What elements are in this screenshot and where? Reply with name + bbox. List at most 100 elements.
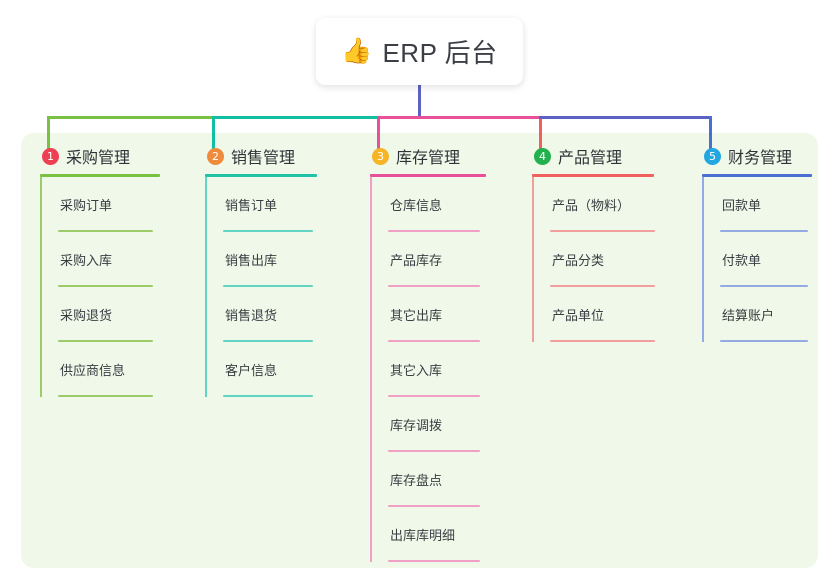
branch-number-badge: 4 — [534, 147, 551, 165]
branch-title-4[interactable]: 4 产品管理 — [532, 143, 654, 169]
branch-item-rule — [550, 340, 655, 342]
branch-item[interactable]: 其它入库 — [370, 342, 486, 397]
branch-item-list: 采购订单采购入库采购退货供应商信息 — [40, 177, 160, 397]
branch-connector-2 — [212, 116, 215, 163]
root-node-title: ERP 后台 — [382, 38, 498, 68]
branch-item-list: 产品（物料） 产品分类产品单位 — [532, 177, 655, 342]
branch-column-4: 4 产品管理产品（物料） 产品分类产品单位 — [532, 143, 655, 342]
branch-item-rule — [58, 340, 153, 342]
branch-item[interactable]: 结算账户 — [702, 287, 812, 342]
branch-item-label: 付款单 — [722, 253, 762, 268]
branch-item-label: 仓库信息 — [390, 198, 443, 213]
branch-item-rule — [223, 285, 313, 287]
branch-item[interactable]: 库存盘点 — [370, 452, 486, 507]
branch-title-2[interactable]: 2 销售管理 — [205, 143, 317, 169]
branch-connector-1 — [47, 116, 50, 163]
branch-title-rule — [40, 174, 160, 177]
branch-item-label: 采购退货 — [60, 308, 113, 323]
branch-number-badge: 5 — [704, 147, 721, 165]
branch-item[interactable]: 采购入库 — [40, 232, 160, 287]
branch-connector-5 — [709, 116, 712, 163]
root-connector — [418, 85, 421, 119]
branch-item[interactable]: 供应商信息 — [40, 342, 160, 397]
branch-title-5[interactable]: 5 财务管理 — [702, 143, 812, 169]
branch-item-label: 其它出库 — [390, 308, 443, 323]
branch-item[interactable]: 销售订单 — [205, 177, 317, 232]
branch-connector-4 — [539, 116, 542, 163]
branch-item-label: 出库库明细 — [390, 528, 456, 543]
branch-item-label: 采购订单 — [60, 198, 113, 213]
bus-segment-4 — [539, 116, 711, 119]
thumbs-up-icon: 👍 — [341, 37, 373, 65]
branch-item-rule — [388, 395, 480, 397]
branch-item[interactable]: 采购订单 — [40, 177, 160, 232]
branch-item-rule — [388, 560, 480, 562]
branch-title-label: 财务管理 — [728, 150, 793, 167]
branch-item[interactable]: 仓库信息 — [370, 177, 486, 232]
bus-segment-3 — [377, 116, 541, 119]
branch-item-rule — [223, 395, 313, 397]
branch-item-list: 销售订单销售出库销售退货客户信息 — [205, 177, 317, 397]
branch-item[interactable]: 销售退货 — [205, 287, 317, 342]
branch-item-label: 产品分类 — [552, 253, 605, 268]
branch-item[interactable]: 采购退货 — [40, 287, 160, 342]
branch-title-label: 产品管理 — [558, 150, 623, 167]
branch-item-rule — [223, 230, 313, 232]
branch-item-rule — [58, 285, 153, 287]
branch-item-rule — [58, 395, 153, 397]
branch-item[interactable]: 库存调拨 — [370, 397, 486, 452]
root-node[interactable]: 👍 ERP 后台 — [316, 18, 523, 85]
branch-item[interactable]: 产品分类 — [532, 232, 655, 287]
branch-item-label: 库存调拨 — [390, 418, 443, 433]
branch-title-rule — [702, 174, 812, 177]
branch-item[interactable]: 回款单 — [702, 177, 812, 232]
branch-item-rule — [550, 285, 655, 287]
branch-item-rule — [720, 285, 808, 287]
branch-title-rule — [532, 174, 654, 177]
branch-number-badge: 2 — [207, 147, 224, 165]
branch-item-rule — [388, 340, 480, 342]
branch-item-rule — [58, 230, 153, 232]
branch-spine — [702, 177, 704, 342]
branch-item[interactable]: 出库库明细 — [370, 507, 486, 562]
branch-item[interactable]: 其它出库 — [370, 287, 486, 342]
branch-item-label: 采购入库 — [60, 253, 113, 268]
bus-segment-1 — [47, 116, 214, 119]
branch-item-rule — [388, 505, 480, 507]
branch-item-list: 仓库信息产品库存其它出库其它入库库存调拨库存盘点出库库明细 — [370, 177, 486, 562]
branch-item[interactable]: 产品单位 — [532, 287, 655, 342]
branch-item[interactable]: 产品库存 — [370, 232, 486, 287]
branch-item-label: 产品库存 — [390, 253, 443, 268]
branch-item-label: 客户信息 — [225, 363, 278, 378]
branch-item[interactable]: 客户信息 — [205, 342, 317, 397]
branch-title-label: 销售管理 — [231, 150, 296, 167]
branch-item-label: 销售订单 — [225, 198, 278, 213]
bus-segment-2 — [212, 116, 379, 119]
branch-number-badge: 3 — [372, 147, 389, 165]
branch-column-2: 2 销售管理销售订单销售出库销售退货客户信息 — [205, 143, 317, 397]
branch-item-rule — [720, 340, 808, 342]
branch-item[interactable]: 产品（物料） — [532, 177, 655, 232]
branches-panel — [21, 133, 818, 568]
branch-spine — [40, 177, 42, 397]
branch-item-label: 销售退货 — [225, 308, 278, 323]
branch-item-rule — [550, 230, 655, 232]
branch-item-label: 产品单位 — [552, 308, 605, 323]
branch-title-label: 采购管理 — [66, 150, 131, 167]
branch-item-label: 供应商信息 — [60, 363, 126, 378]
branch-item-list: 回款单付款单结算账户 — [702, 177, 812, 342]
branch-item-label: 回款单 — [722, 198, 762, 213]
branch-item-label: 产品（物料） — [552, 198, 631, 213]
branch-column-5: 5 财务管理回款单付款单结算账户 — [702, 143, 812, 342]
branch-item-rule — [223, 340, 313, 342]
branch-item-label: 销售出库 — [225, 253, 278, 268]
branch-item[interactable]: 付款单 — [702, 232, 812, 287]
branch-item-label: 结算账户 — [722, 308, 775, 323]
branch-item[interactable]: 销售出库 — [205, 232, 317, 287]
branch-title-rule — [205, 174, 317, 177]
